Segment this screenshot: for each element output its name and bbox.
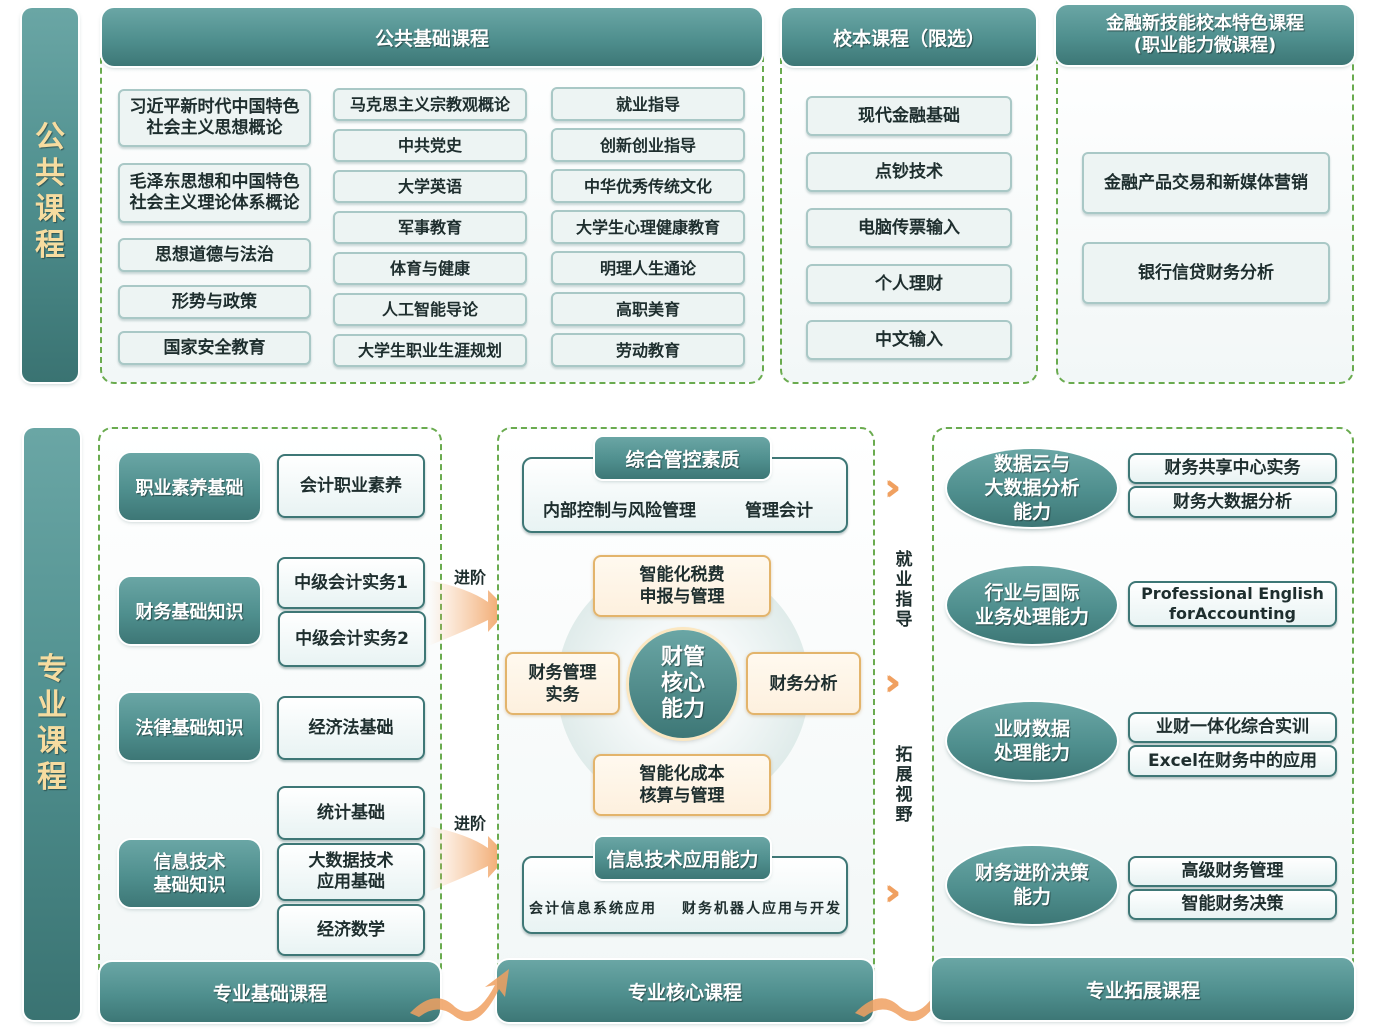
foundation-course[interactable]: 大数据技术 应用基础	[277, 843, 425, 901]
public-course-item[interactable]: 明理人生通论	[551, 251, 745, 285]
management-course[interactable]: 管理会计	[745, 501, 813, 521]
core-course-top[interactable]: 智能化税费 申报与管理	[593, 555, 771, 617]
extension-footer: 专业拓展课程	[932, 958, 1354, 1020]
public-course-item[interactable]: 军事教育	[333, 211, 527, 244]
foundation-course[interactable]: 经济法基础	[277, 696, 425, 760]
feature-courses-header: 金融新技能校本特色课程 (职业能力微课程)	[1056, 5, 1354, 65]
extension-course[interactable]: 财务共享中心实务	[1128, 453, 1337, 484]
chevron-right-icon: ››	[884, 660, 903, 704]
public-course-item[interactable]: 就业指导	[551, 87, 745, 121]
foundation-category[interactable]: 职业素养基础	[119, 453, 260, 520]
core-footer: 专业核心课程	[497, 960, 873, 1022]
school-course-item[interactable]: 个人理财	[806, 264, 1012, 304]
feature-course-item[interactable]: 金融产品交易和新媒体营销	[1082, 152, 1330, 214]
foundation-course[interactable]: 中级会计实务2	[278, 611, 426, 667]
public-course-item[interactable]: 劳动教育	[551, 333, 745, 367]
public-course-item[interactable]: 马克思主义宗教观概论	[333, 88, 527, 121]
extension-ability[interactable]: 业财数据 处理能力	[947, 702, 1117, 780]
advance-label: 进阶	[454, 814, 487, 833]
public-course-item[interactable]: 体育与健康	[333, 252, 527, 285]
extension-ability[interactable]: 数据云与 大数据分析 能力	[947, 449, 1117, 527]
core-course-left[interactable]: 财务管理 实务	[505, 652, 620, 715]
public-course-item[interactable]: 大学生职业生涯规划	[333, 334, 527, 367]
school-course-item[interactable]: 电脑传票输入	[806, 208, 1012, 248]
extension-course[interactable]: Excel在财务中的应用	[1128, 745, 1337, 777]
extension-ability[interactable]: 行业与国际 业务处理能力	[947, 566, 1117, 644]
chevron-right-icon: ››	[884, 465, 903, 509]
public-courses-side-title: 公 共 课 程	[35, 120, 65, 263]
public-course-item[interactable]: 形势与政策	[118, 285, 311, 319]
advance-arrow-icon	[428, 580, 508, 646]
public-course-item[interactable]: 大学生心理健康教育	[551, 210, 745, 244]
extension-course[interactable]: 智能财务决策	[1128, 889, 1337, 920]
public-course-item[interactable]: 创新创业指导	[551, 128, 745, 162]
foundation-course[interactable]: 中级会计实务1	[277, 557, 425, 609]
public-course-item[interactable]: 中共党史	[333, 129, 527, 162]
public-course-item[interactable]: 国家安全教育	[118, 331, 311, 365]
core-center-circle[interactable]: 财管 核心 能力	[629, 630, 737, 738]
extension-ability[interactable]: 财务进阶决策 能力	[947, 846, 1117, 924]
it-course[interactable]: 财务机器人应用与开发	[682, 901, 842, 917]
extension-course[interactable]: 财务大数据分析	[1128, 486, 1337, 518]
extension-course[interactable]: 业财一体化综合实训	[1128, 712, 1337, 743]
public-course-item[interactable]: 人工智能导论	[333, 293, 527, 326]
public-courses-side-bar	[22, 8, 78, 382]
public-course-item[interactable]: 中华优秀传统文化	[551, 169, 745, 203]
professional-courses-side-bar	[24, 428, 80, 1020]
advance-label: 进阶	[454, 568, 487, 587]
public-course-item[interactable]: 大学英语	[333, 170, 527, 203]
foundation-course[interactable]: 会计职业素养	[277, 454, 425, 518]
public-basic-header: 公共基础课程	[102, 8, 762, 66]
employment-guidance-label: 就 业 指 导	[895, 550, 913, 630]
it-course[interactable]: 会计信息系统应用	[529, 901, 657, 917]
foundation-category[interactable]: 法律基础知识	[119, 693, 260, 760]
foundation-footer: 专业基础课程	[100, 962, 440, 1022]
school-courses-header: 校本课程（限选）	[782, 8, 1036, 66]
curved-arrow-icon	[410, 969, 509, 1022]
foundation-course[interactable]: 经济数学	[277, 904, 425, 956]
foundation-category[interactable]: 信息技术 基础知识	[119, 840, 260, 907]
management-title: 综合管控素质	[595, 437, 770, 479]
advance-arrow-icon	[428, 826, 508, 892]
extension-course[interactable]: 高级财务管理	[1128, 856, 1337, 887]
core-course-bottom[interactable]: 智能化成本 核算与管理	[593, 754, 771, 816]
feature-course-item[interactable]: 银行信贷财务分析	[1082, 242, 1330, 304]
extension-course[interactable]: Professional English forAccounting	[1128, 581, 1337, 627]
public-course-item[interactable]: 思想道德与法治	[118, 238, 311, 272]
foundation-category[interactable]: 财务基础知识	[119, 577, 260, 644]
school-course-item[interactable]: 现代金融基础	[806, 96, 1012, 136]
it-ability-title: 信息技术应用能力	[595, 837, 770, 879]
core-course-right[interactable]: 财务分析	[746, 652, 861, 715]
broaden-horizon-label: 拓 展 视 野	[895, 745, 913, 825]
chevron-right-icon: ››	[884, 870, 903, 914]
management-course[interactable]: 内部控制与风险管理	[543, 501, 696, 521]
professional-courses-side-title: 专 业 课 程	[37, 652, 67, 795]
public-course-item[interactable]: 高职美育	[551, 292, 745, 326]
school-course-item[interactable]: 中文输入	[806, 320, 1012, 360]
public-course-item[interactable]: 毛泽东思想和中国特色社会主义理论体系概论	[118, 163, 311, 223]
public-course-item[interactable]: 习近平新时代中国特色社会主义思想概论	[118, 89, 311, 147]
school-course-item[interactable]: 点钞技术	[806, 152, 1012, 192]
foundation-course[interactable]: 统计基础	[277, 786, 425, 840]
curved-arrow-icon	[855, 969, 954, 1022]
